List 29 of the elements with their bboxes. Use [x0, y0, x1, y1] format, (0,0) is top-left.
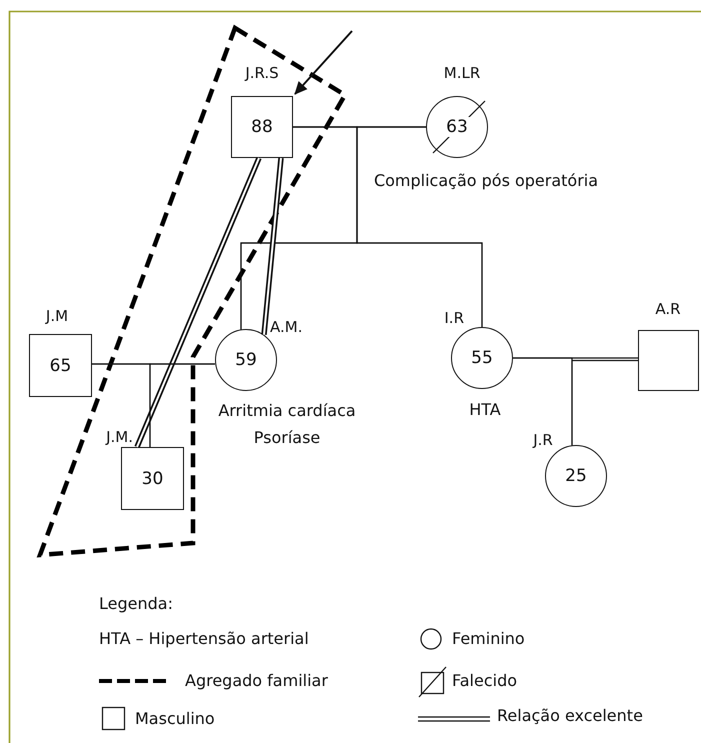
legend-note: HTA – Hipertensão arterial: [99, 630, 309, 648]
legend-label: Agregado familiar: [185, 672, 328, 690]
person-initials: J.R.S: [245, 64, 279, 82]
person-initials: J.M.: [106, 428, 133, 446]
female-circle: 55: [451, 327, 513, 389]
person-initials: A.R: [655, 300, 681, 318]
legend-label: Feminino: [452, 630, 525, 648]
legend-label: Relação excelente: [497, 707, 643, 725]
health-note: Psoríase: [254, 429, 320, 447]
male-square: 88: [231, 96, 293, 158]
family-line: [149, 363, 215, 447]
male-square: 65: [29, 334, 92, 397]
person-initials: I.R: [444, 309, 464, 327]
index-arrow: [294, 30, 353, 95]
female-circle: 25: [545, 445, 607, 507]
family-line: [356, 126, 483, 327]
health-note: HTA: [469, 401, 501, 419]
legend-label: Masculino: [135, 710, 215, 728]
legend-title: Legenda:: [99, 595, 173, 613]
legend-label: Falecido: [452, 672, 518, 690]
family-line: [571, 360, 638, 446]
person-initials: J.M: [46, 307, 68, 325]
double-relation-line: [261, 158, 284, 336]
male-square: 30: [121, 447, 184, 510]
health-note: Complicação pós operatória: [374, 172, 598, 190]
health-note: Arritmia cardíaca: [218, 402, 356, 420]
double-relation-line: [134, 156, 262, 448]
female-circle: 63: [426, 96, 488, 158]
person-initials: M.LR: [444, 64, 480, 82]
